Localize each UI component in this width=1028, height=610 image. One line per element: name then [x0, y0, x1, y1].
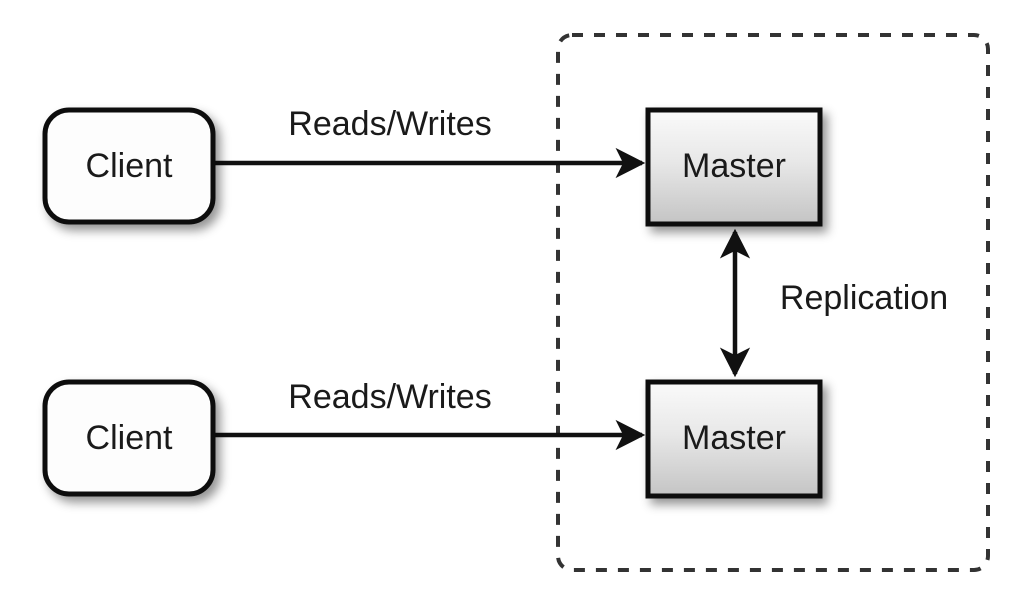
master-top-shape [645, 107, 823, 227]
master-bottom-shape [645, 379, 823, 499]
node-master-bottom[interactable]: Master [645, 379, 823, 499]
edge-label-reads-writes-bottom: Reads/Writes [288, 378, 491, 416]
edge-label-reads-writes-top: Reads/Writes [288, 105, 491, 143]
node-master-top[interactable]: Master [645, 107, 823, 227]
master-top-label: Master [682, 147, 786, 185]
edge-label-replication: Replication [780, 279, 948, 317]
replication-boundary [556, 33, 990, 572]
client-bottom-shape [42, 379, 216, 497]
client-bottom-label: Client [86, 419, 173, 457]
client-top-label: Client [86, 147, 173, 185]
node-client-top[interactable]: Client [42, 107, 216, 225]
master-bottom-label: Master [682, 419, 786, 457]
client-top-shape [42, 107, 216, 225]
node-client-bottom[interactable]: Client [42, 379, 216, 497]
